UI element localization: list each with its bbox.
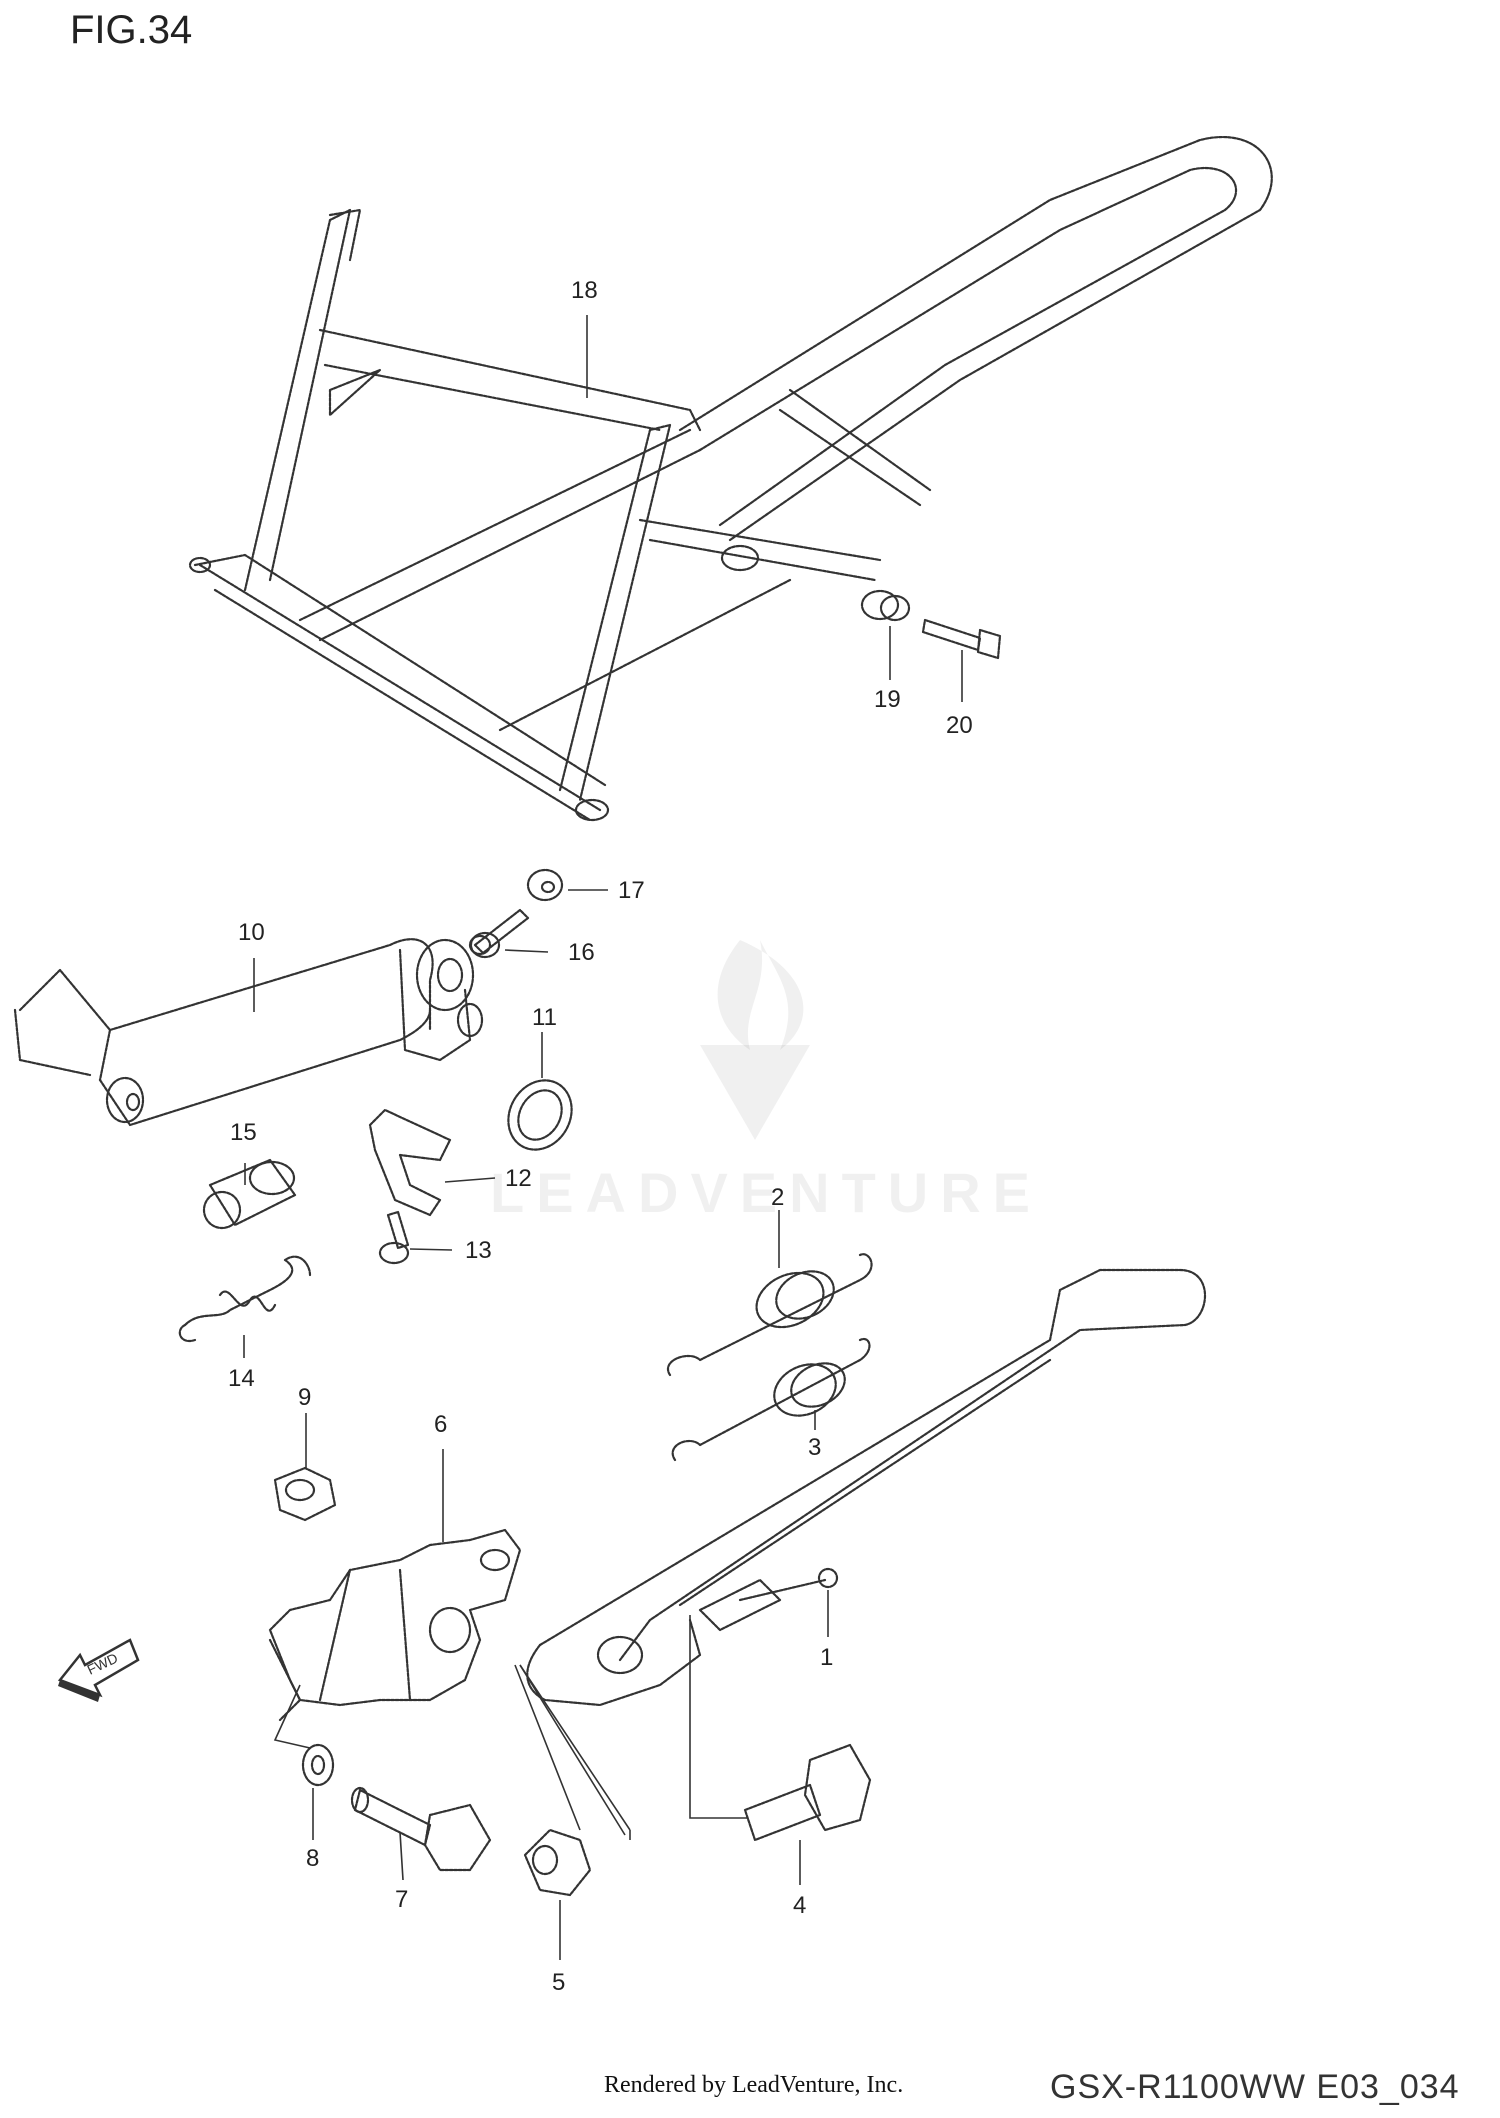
figure-title: FIG.34 [70,8,193,52]
leader-lines [243,315,963,1960]
callout-17: 17 [618,877,645,904]
callout-19: 19 [874,686,901,713]
collar-part-9 [273,1466,337,1522]
callout-20: 20 [946,712,973,739]
callouts: 1 2 3 4 5 6 7 8 9 10 11 12 13 14 15 16 1… [228,277,973,1996]
callout-11: 11 [532,1004,557,1031]
callout-12: 12 [505,1165,532,1192]
footer-credit: Rendered by LeadVenture, Inc. [604,2072,904,2098]
brake-pedal-part-10 [13,938,484,1127]
nut-part-5 [523,1828,592,1897]
footer-code: GSX-R1100WW E03_034 [1050,2068,1460,2106]
bolt-part-20 [921,618,1002,660]
watermark-logo [700,940,810,1140]
bolt-part-4 [743,1743,872,1842]
callout-8: 8 [306,1845,319,1872]
callout-2: 2 [771,1184,784,1211]
callout-14: 14 [228,1365,255,1392]
screw-part-13 [378,1210,410,1265]
callout-1: 1 [820,1644,833,1671]
bracket-part-12 [368,1108,452,1217]
callout-16: 16 [568,939,595,966]
callout-4: 4 [793,1892,806,1919]
bushing-part-19 [860,589,911,622]
spring-part-2 [666,1253,873,1377]
center-stand-frame [188,136,1273,822]
nut-part-17 [526,868,564,902]
callout-18: 18 [571,277,598,304]
callout-15: 15 [230,1119,257,1146]
callout-10: 10 [238,919,265,946]
callout-13: 13 [465,1237,492,1264]
spring-part-14 [178,1255,312,1343]
bolt-part-7 [350,1786,492,1872]
watermark-text: LEADVENTURE [490,1161,1043,1224]
callout-5: 5 [552,1969,565,1996]
collar-part-15 [202,1158,297,1230]
fwd-arrow-icon: FWD [57,1638,140,1702]
callout-6: 6 [434,1411,447,1438]
side-stand-part-1 [526,1268,1206,1707]
callout-9: 9 [298,1384,311,1411]
washer-part-11 [507,1079,573,1151]
spring-part-3 [671,1337,871,1462]
bracket-part-6 [268,1528,522,1722]
callout-3: 3 [808,1434,821,1461]
washer-part-8 [301,1743,335,1787]
bolt-part-16 [468,908,530,959]
callout-7: 7 [395,1886,408,1913]
